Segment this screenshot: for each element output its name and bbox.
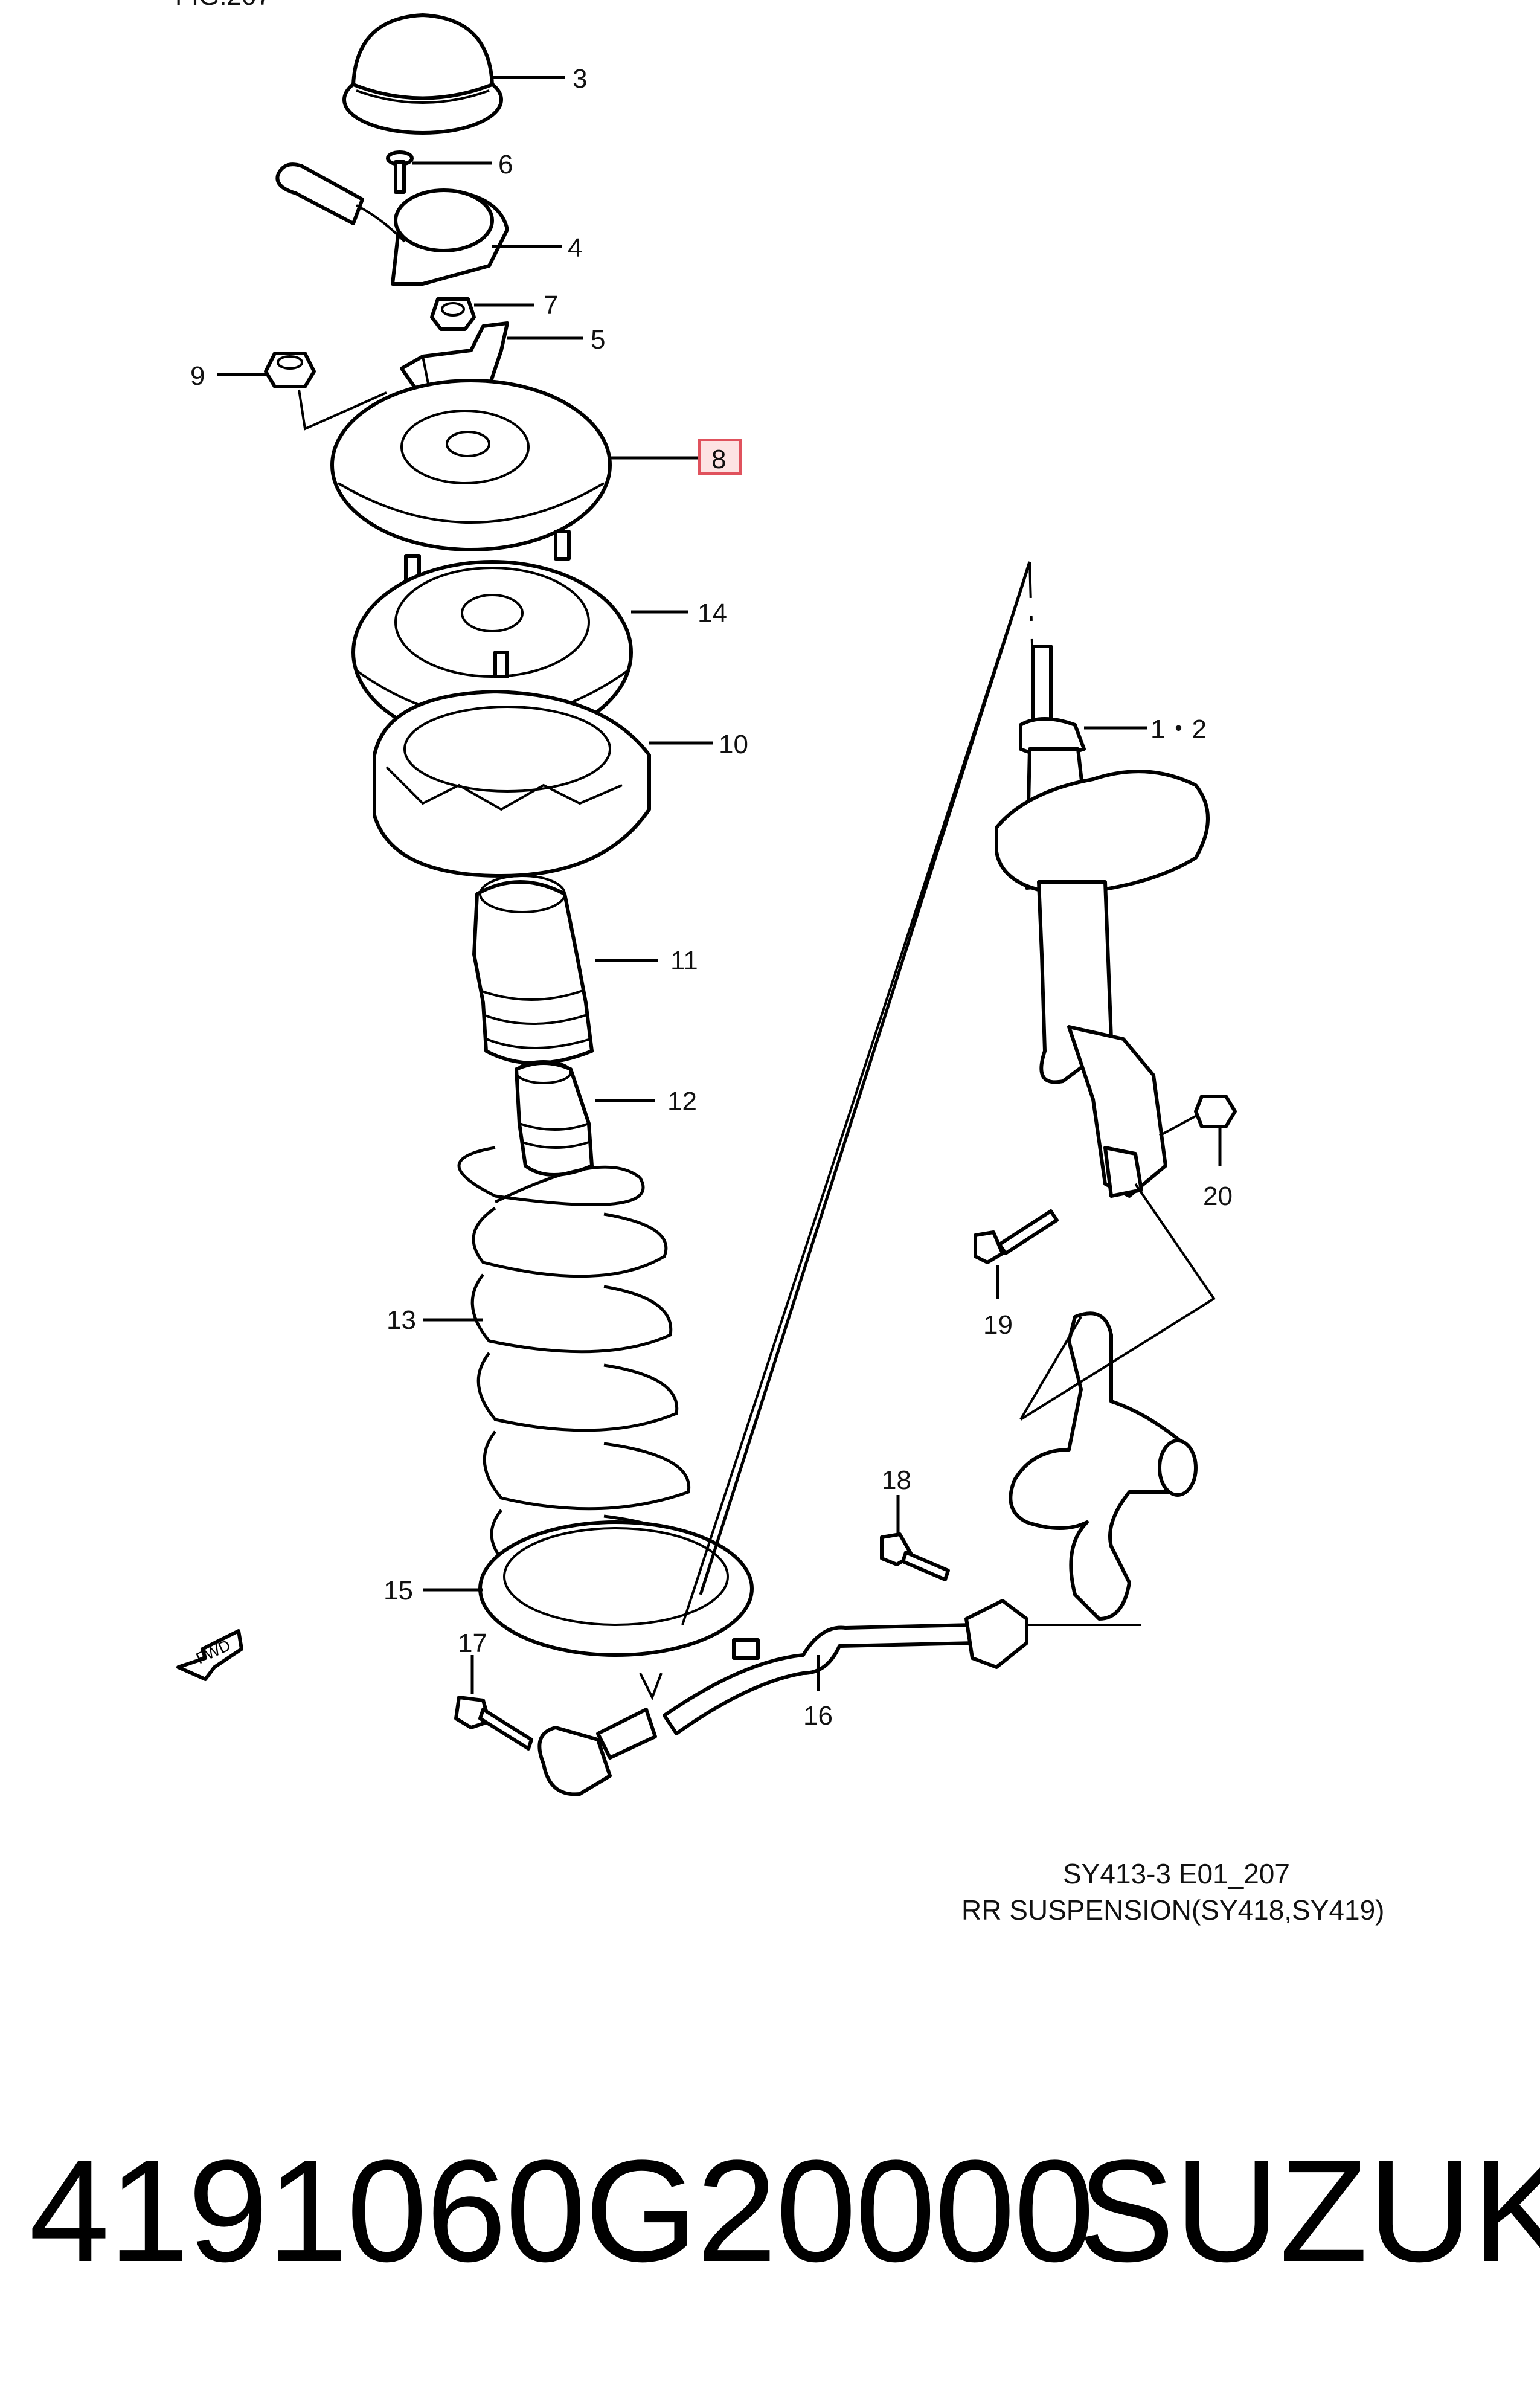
part-15-lower-seat: [478, 1520, 754, 1657]
callout-12: 12: [667, 1087, 697, 1116]
part-8-mount-plate: [330, 379, 612, 551]
part-14-seat: [351, 560, 633, 745]
callout-16: 16: [803, 1701, 833, 1731]
brand-name: SUZUKI: [1078, 2130, 1540, 2292]
leader-16-v: [639, 1673, 663, 1700]
callout-13: 13: [387, 1305, 416, 1335]
stud: [554, 530, 571, 561]
highlight-box-8: [698, 439, 742, 475]
callout-10: 10: [719, 730, 748, 759]
part-number: 4191060G20000: [29, 2130, 1094, 2292]
part-1-2-strut: [995, 645, 1210, 1198]
part-12-boot: [515, 1060, 594, 1177]
callout-15: 15: [383, 1576, 413, 1606]
callout-9: 9: [190, 361, 205, 391]
part-knuckle: [1009, 1311, 1198, 1621]
leader-knuckle-b: [1019, 1316, 1082, 1421]
part-6-screw: [386, 150, 414, 194]
diagram-drawing: FIG.207: [175, 0, 1385, 1926]
leader-20-b: [1159, 1113, 1199, 1137]
callout-17: 17: [458, 1628, 487, 1658]
part-3-dust-cap: [342, 13, 503, 135]
exploded-parts-diagram: FIG.207: [175, 0, 1385, 1926]
leader-9-dash: [298, 389, 387, 431]
part-17-bolt: [454, 1696, 533, 1751]
part-11-bump-stop: [472, 875, 594, 1065]
part-10-rubber-seat: [373, 690, 651, 878]
fig-label: FIG.207: [175, 0, 271, 11]
part-16-lateral-rod: [537, 1599, 1028, 1796]
callout-6: 6: [498, 150, 513, 179]
callout-5: 5: [591, 325, 605, 355]
callout-7: 7: [544, 291, 558, 320]
callout-8: 8: [711, 445, 726, 474]
callout-20: 20: [1203, 1182, 1233, 1211]
part-13-coil-spring: [457, 1146, 697, 1583]
leader-knuckle: [1019, 1183, 1216, 1421]
leader-long-2: [681, 561, 1031, 1625]
callout-4: 4: [568, 233, 582, 263]
caption-title: RR SUSPENSION(SY418,SY419): [961, 1894, 1385, 1926]
footer: [0, 1993, 1540, 2392]
part-20-nut: [1194, 1095, 1237, 1128]
forward-arrow-icon: FWD: [176, 1629, 243, 1681]
part-18-bolt: [880, 1532, 950, 1581]
part-9-nut: [264, 352, 316, 388]
callout-14: 14: [698, 599, 727, 628]
callout-18: 18: [882, 1465, 911, 1495]
leader-long-1: [699, 561, 1031, 1595]
part-7-nut: [430, 297, 476, 331]
part-19-bolt: [974, 1209, 1059, 1264]
caption-code: SY413-3 E01_207: [1063, 1858, 1290, 1889]
callout-11: 11: [670, 946, 698, 976]
part-4-cover: [275, 162, 509, 286]
callout-19: 19: [983, 1310, 1013, 1340]
callout-1-2: 1・2: [1150, 715, 1207, 744]
callout-3: 3: [573, 64, 587, 94]
